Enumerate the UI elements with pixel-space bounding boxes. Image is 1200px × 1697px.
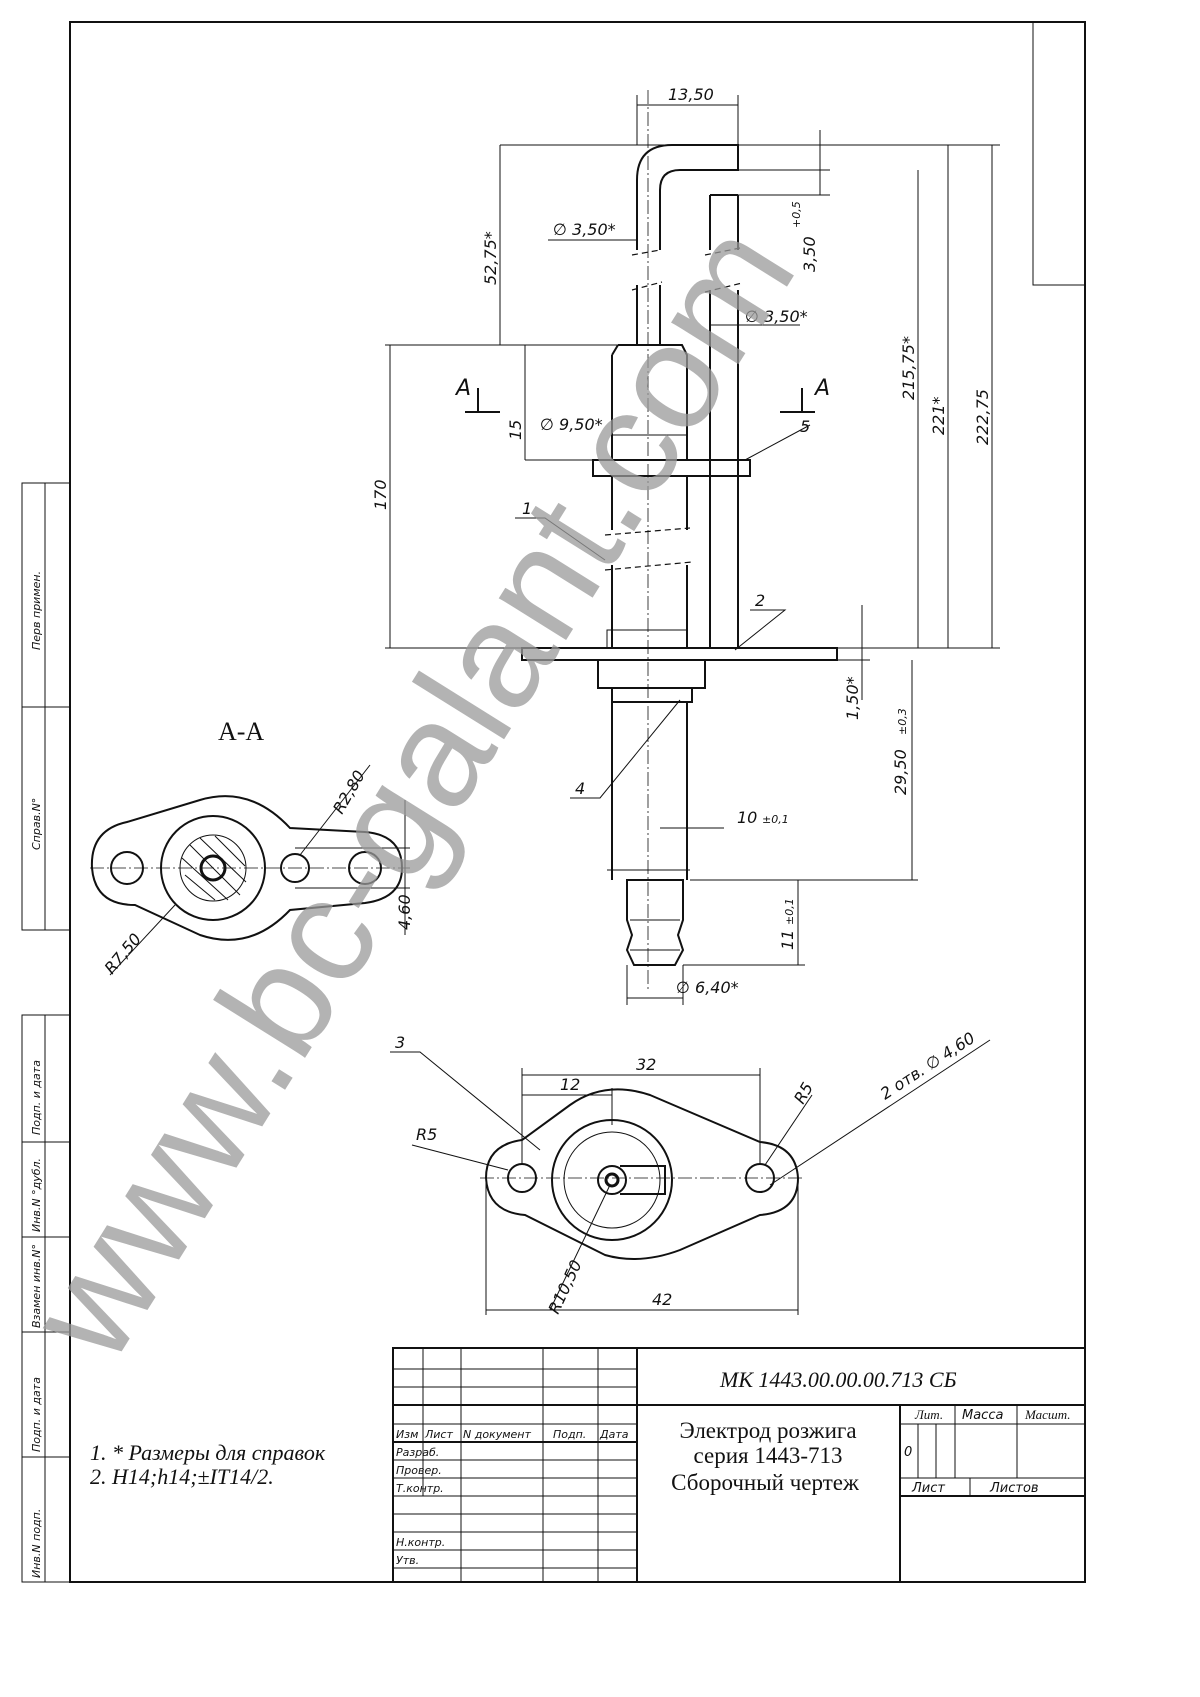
dimension-texts: 13,50 52,75* ∅ 3,50* 3,50 +0,5 ∅ 3,50* 2… (371, 85, 992, 1052)
hdr-list: Лист (424, 1428, 453, 1441)
dim-insulator-diameter: ∅ 9,50* (540, 415, 603, 434)
dim-10: 10 (737, 808, 757, 827)
title-block: Изм Лист N документ Подп. Дата Разраб. П… (392, 1347, 1086, 1583)
dim-29-50-tol: ±0,3 (896, 708, 909, 735)
callout-1: 1 (522, 499, 532, 518)
side-stamp: Перв примен. Справ.N° Подп. и дата Инв.N… (21, 482, 71, 1583)
main-view (521, 90, 838, 990)
dim-29-50: 29,50 (891, 749, 910, 795)
mass-label: Масса (962, 1408, 1003, 1423)
callout-2: 2 (755, 591, 765, 610)
dim-10-tol: ±0,1 (762, 813, 789, 826)
dim-rod-diameter-1: ∅ 3,50* (553, 220, 616, 239)
stamp-inv-dubl: Инв.N °дубл. (30, 1158, 43, 1232)
dim-42: 42 (652, 1290, 672, 1309)
role-nkontr: Н.контр. (396, 1536, 445, 1549)
callout-3: 3 (395, 1033, 405, 1052)
dim-r5-right: R5 (790, 1079, 817, 1107)
role-utv: Утв. (396, 1554, 419, 1567)
stamp-sprav: Справ.N° (30, 798, 43, 850)
stamp-podp-data-1: Подп. и дата (30, 1060, 43, 1135)
scale-label: Масшт. (1024, 1407, 1071, 1422)
role-tkontr: Т.контр. (396, 1482, 444, 1495)
dim-r7-50: R7,50 (101, 930, 146, 978)
dim-rod-diameter-2: ∅ 3,50* (745, 307, 808, 326)
hdr-data: Дата (599, 1428, 629, 1441)
stamp-podp-data-2: Подп. и дата (30, 1377, 43, 1452)
dim-4-60: 4,60 (395, 894, 414, 930)
dimension-lines (385, 95, 1000, 1151)
cut-mark-left: A (454, 376, 471, 401)
dim-215-75: 215,75* (899, 336, 918, 400)
lit-label: Лит. (914, 1407, 943, 1422)
note-2: 2. H14;h14;±IT14/2. (90, 1464, 274, 1489)
dim-15: 15 (506, 420, 525, 440)
dim-52-75: 52,75* (481, 231, 500, 285)
section-title: A-A (218, 717, 264, 746)
dim-222-75: 222,75 (973, 389, 992, 445)
stamp-vzamen: Взамен инв.N° (30, 1244, 43, 1328)
dim-12: 12 (560, 1075, 580, 1094)
dim-tip-diameter: ∅ 6,40* (676, 978, 739, 997)
dim-11-tol: ±0,1 (783, 898, 796, 925)
callout-4: 4 (575, 779, 585, 798)
dim-r10-50: R10,50 (544, 1257, 585, 1317)
sheets-label: Листов (989, 1481, 1039, 1496)
hdr-document: N документ (463, 1428, 531, 1441)
hdr-podp: Подп. (553, 1428, 586, 1441)
role-razrab: Разраб. (396, 1446, 439, 1459)
title-line-2: серия 1443-713 (694, 1443, 843, 1468)
dim-r5-left: R5 (416, 1125, 437, 1144)
dim-holes: 2 отв. ∅ 4,60 (877, 1028, 978, 1103)
callout-5: 5 (800, 417, 810, 436)
stamp-perv-primen: Перв примен. (30, 571, 43, 650)
stamp-inv-podp: Инв.N подп. (30, 1509, 43, 1578)
role-prover: Провер. (396, 1464, 442, 1477)
dim-11: 11 (778, 930, 797, 950)
designation: МК 1443.00.00.00.713 СБ (719, 1367, 957, 1392)
notes: 1. * Размеры для справок 2. H14;h14;±IT1… (90, 1440, 326, 1489)
top-right-box (1032, 21, 1086, 286)
dim-rod-gap: 3,50 (800, 236, 819, 272)
cut-mark-right: A (813, 376, 830, 401)
flange-view: 32 12 42 R5 R5 2 отв. ∅ 4,60 R10,50 (411, 1028, 991, 1317)
dim-1-50: 1,50* (843, 676, 862, 720)
dim-32: 32 (636, 1055, 656, 1074)
dim-13-50: 13,50 (668, 85, 714, 104)
title-line-1: Электрод розжига (679, 1418, 856, 1443)
dim-170: 170 (371, 479, 390, 510)
watermark: www.bc-galant.com (0, 195, 826, 1388)
sheet-label: Лист (911, 1481, 945, 1496)
dim-221: 221* (929, 396, 948, 435)
hdr-izm: Изм (396, 1428, 418, 1441)
title-line-3: Сборочный чертеж (671, 1470, 859, 1495)
note-1: 1. * Размеры для справок (90, 1440, 326, 1465)
dim-rod-gap-tol: +0,5 (790, 201, 803, 228)
lit-value: 0 (904, 1445, 912, 1460)
